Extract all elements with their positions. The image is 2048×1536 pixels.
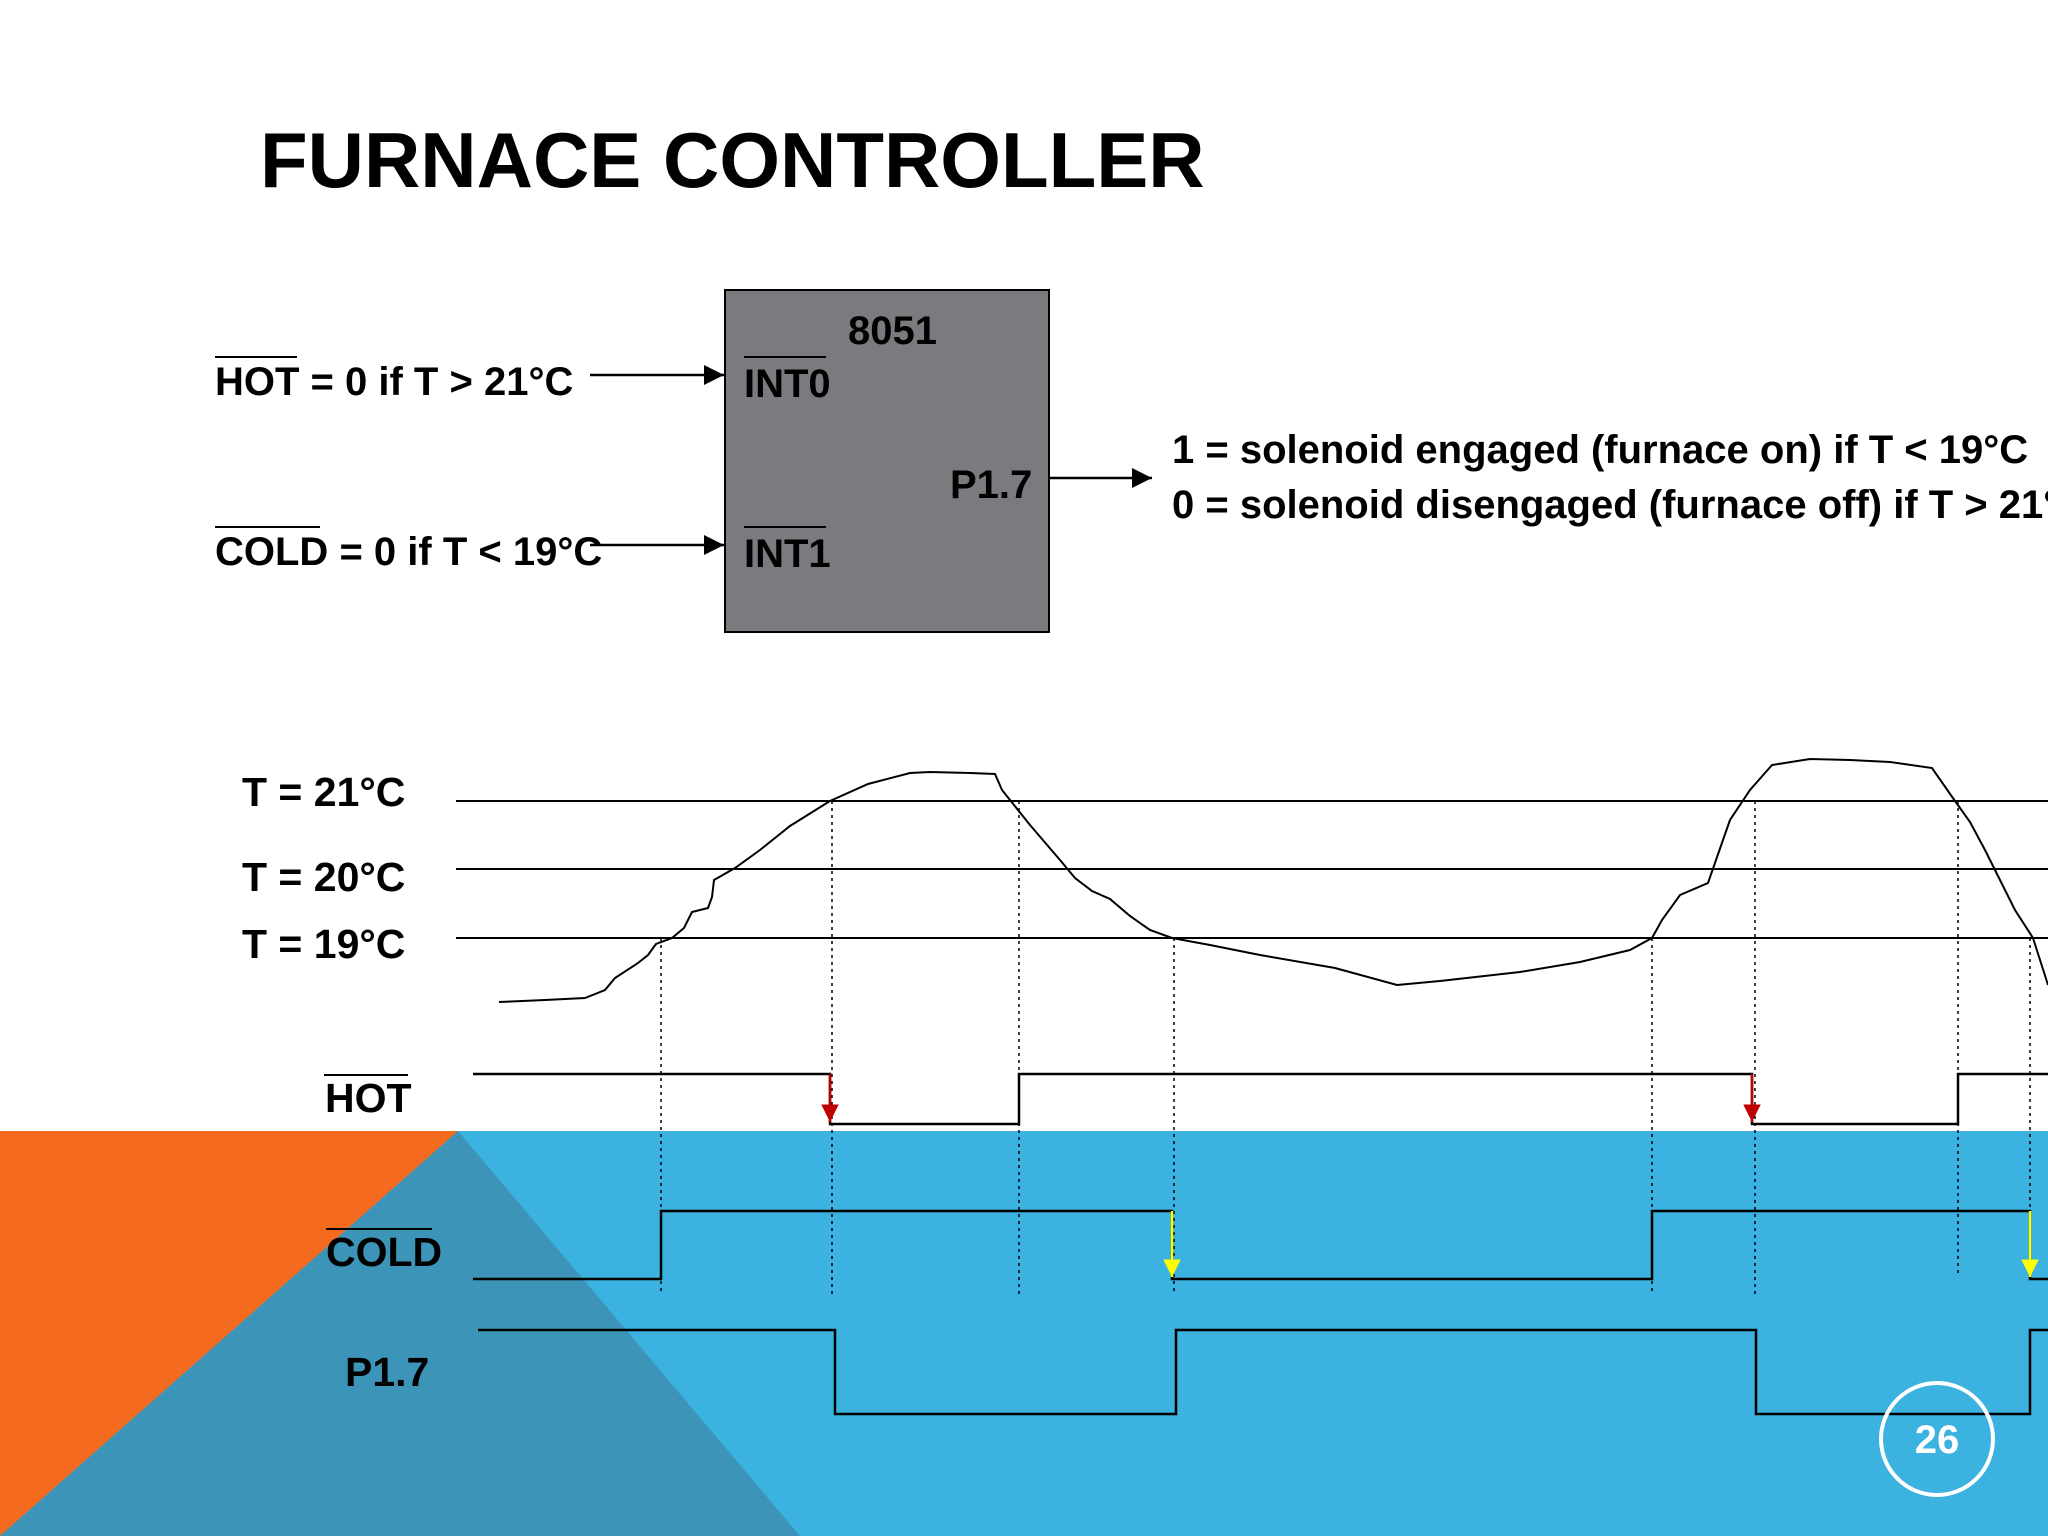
- hot-input-label: HOT = 0 if T > 21°C: [215, 360, 573, 404]
- hot-waveform: [473, 1072, 2048, 1126]
- p17-waveform: [478, 1328, 2048, 1416]
- signal-label-hot: HOT: [325, 1075, 412, 1121]
- hot-condition: = 0 if T > 21°C: [299, 360, 573, 404]
- threshold-label-21: T = 21°C: [242, 769, 405, 815]
- cold-signal-name: COLD: [215, 530, 328, 574]
- temperature-curve: [498, 757, 2048, 1003]
- output-desc-off: 0 = solenoid disengaged (furnace off) if…: [1172, 483, 2048, 527]
- pin-int0-label: INT0: [744, 362, 831, 406]
- cold-condition: = 0 if T < 19°C: [328, 530, 602, 574]
- pin-int1-label: INT1: [744, 532, 831, 576]
- page-number: 26: [1915, 1418, 1960, 1462]
- chip-label: 8051: [848, 309, 937, 353]
- output-desc-on: 1 = solenoid engaged (furnace on) if T <…: [1172, 428, 2028, 472]
- pin-p17-label: P1.7: [950, 463, 1032, 507]
- page-number-circle: [1879, 1381, 1995, 1497]
- signal-label-cold: COLD: [326, 1229, 442, 1275]
- hot-signal-name: HOT: [215, 360, 299, 404]
- threshold-label-19: T = 19°C: [242, 921, 405, 967]
- slide-title: FURNACE CONTROLLER: [260, 116, 1205, 204]
- chip-8051: [724, 289, 1050, 633]
- overlap-triangle: [0, 1131, 800, 1536]
- threshold-label-20: T = 20°C: [242, 854, 405, 900]
- signal-label-p17: P1.7: [345, 1349, 429, 1395]
- cold-input-label: COLD = 0 if T < 19°C: [215, 530, 602, 574]
